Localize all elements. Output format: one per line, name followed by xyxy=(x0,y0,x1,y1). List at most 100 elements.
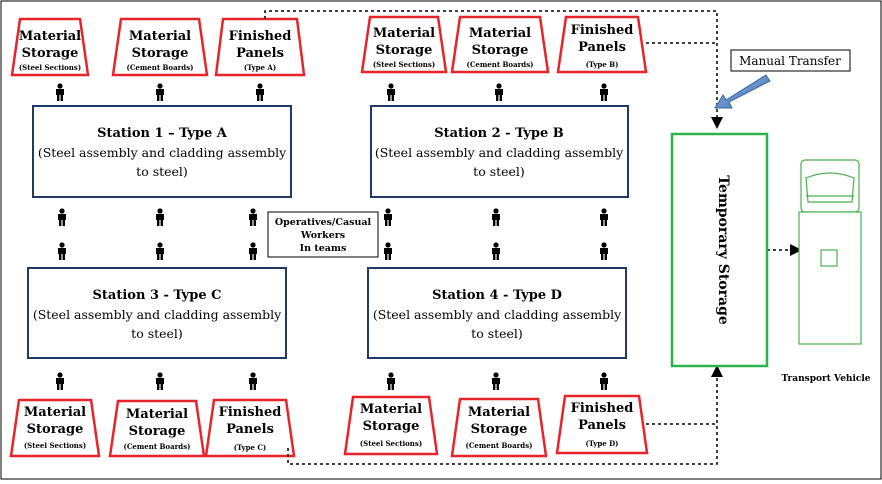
worker-icon xyxy=(56,83,64,101)
worker-icon xyxy=(387,83,395,101)
storage-subtitle: (Type D) xyxy=(586,439,619,448)
storage-title-line1: Finished xyxy=(571,23,634,38)
storage-steel-sections-d: Material Storage (Steel Sections) xyxy=(343,395,439,456)
operatives-line1: Operatives/Casual xyxy=(275,217,372,228)
station-desc-line1: (Steel assembly and cladding assembly xyxy=(373,307,622,322)
finished-panels-type-b: Finished Panels (Type B) xyxy=(556,15,648,74)
transfer-lines xyxy=(264,10,802,465)
storage-subtitle: (Type A) xyxy=(244,63,276,72)
storage-title-line1: Material xyxy=(24,405,86,420)
worker-icon xyxy=(249,372,257,390)
worker-icon xyxy=(600,242,608,260)
worker-icon xyxy=(600,372,608,390)
storage-title-line2: Storage xyxy=(132,46,189,61)
storage-title-line2: Panels xyxy=(226,422,274,437)
storage-subtitle: (Steel Sections) xyxy=(373,60,435,69)
transfer-line-type-a xyxy=(264,10,723,129)
storage-subtitle: (Cement Boards) xyxy=(466,441,533,450)
storage-subtitle: (Steel Sections) xyxy=(360,439,422,448)
worker-icon xyxy=(492,372,500,390)
station-title: Station 2 - Type B xyxy=(434,126,564,141)
transport-vehicle-label: Transport Vehicle xyxy=(781,374,870,384)
station-1: Station 1 – Type A (Steel assembly and c… xyxy=(32,105,292,198)
storage-title-line2: Storage xyxy=(129,424,186,439)
worker-icon xyxy=(495,83,503,101)
storage-subtitle: (Steel Sections) xyxy=(24,441,86,450)
storage-steel-sections-a: Material Storage (Steel Sections) xyxy=(10,17,90,77)
storage-title-line1: Material xyxy=(373,26,435,41)
worker-icon xyxy=(156,208,164,226)
storage-subtitle: (Type C) xyxy=(234,443,267,452)
operatives-line3: In teams xyxy=(300,243,347,254)
finished-panels-type-a: Finished Panels (Type A) xyxy=(214,17,306,77)
storage-title-line2: Panels xyxy=(236,46,284,61)
station-desc-line1: (Steel assembly and cladding assembly xyxy=(38,145,287,160)
station-desc-line1: (Steel assembly and cladding assembly xyxy=(375,145,624,160)
finished-panels-type-c: Finished Panels (Type C) xyxy=(204,398,296,458)
station-desc-line1: (Steel assembly and cladding assembly xyxy=(33,307,282,322)
worker-icon xyxy=(387,372,395,390)
station-title: Station 1 – Type A xyxy=(97,126,228,141)
worker-icon xyxy=(600,83,608,101)
storage-title-line1: Material xyxy=(126,407,188,422)
storage-title-line1: Finished xyxy=(229,29,292,44)
storage-title-line1: Finished xyxy=(571,401,634,416)
storage-subtitle: (Cement Boards) xyxy=(127,63,194,72)
storage-cement-boards-d: Material Storage (Cement Boards) xyxy=(450,397,548,458)
storage-title-line2: Storage xyxy=(22,46,79,61)
worker-icon xyxy=(384,208,392,226)
worker-icon xyxy=(256,83,264,101)
storage-title-line2: Storage xyxy=(376,43,433,58)
station-title: Station 4 - Type D xyxy=(432,288,562,303)
worker-icon xyxy=(56,372,64,390)
worker-icon xyxy=(156,242,164,260)
storage-title-line1: Material xyxy=(469,26,531,41)
station-desc-line2: to steel) xyxy=(131,326,183,341)
storage-title-line1: Finished xyxy=(219,405,282,420)
worker-icon xyxy=(492,208,500,226)
storage-title-line1: Material xyxy=(129,29,191,44)
station-4: Station 4 - Type D (Steel assembly and c… xyxy=(367,267,627,359)
storage-cement-boards-a: Material Storage (Cement Boards) xyxy=(111,17,209,77)
station-desc-line2: to steel) xyxy=(473,164,525,179)
temporary-storage-label: Temporary Storage xyxy=(715,175,731,325)
storage-subtitle: (Cement Boards) xyxy=(124,442,191,451)
worker-icon xyxy=(156,83,164,101)
worker-icon xyxy=(600,208,608,226)
station-title: Station 3 - Type C xyxy=(93,288,222,303)
storage-subtitle: (Type B) xyxy=(586,60,619,69)
storage-title-line2: Panels xyxy=(578,40,626,55)
station-desc-line2: to steel) xyxy=(136,164,188,179)
manual-transfer-arrow-icon xyxy=(714,74,771,109)
storage-steel-sections-b: Material Storage (Steel Sections) xyxy=(360,15,448,74)
worker-icon xyxy=(249,242,257,260)
manual-transfer-label: Manual Transfer xyxy=(739,54,841,68)
temporary-storage: Temporary Storage xyxy=(670,132,769,368)
manual-transfer-callout: Manual Transfer xyxy=(714,49,851,109)
storage-cement-boards-b: Material Storage (Cement Boards) xyxy=(450,15,550,74)
worker-icon xyxy=(384,242,392,260)
storage-steel-sections-c: Material Storage (Steel Sections) xyxy=(9,398,101,458)
station-3: Station 3 - Type C (Steel assembly and c… xyxy=(27,267,287,359)
storage-title-line2: Storage xyxy=(363,419,420,434)
worker-icon xyxy=(58,208,66,226)
worker-icon xyxy=(156,372,164,390)
storage-title-line2: Storage xyxy=(27,422,84,437)
transport-vehicle-icon xyxy=(798,159,862,345)
storage-title-line1: Material xyxy=(360,402,422,417)
storage-subtitle: (Cement Boards) xyxy=(467,60,534,69)
storage-title-line1: Material xyxy=(19,29,81,44)
storage-cement-boards-c: Material Storage (Cement Boards) xyxy=(108,399,206,458)
operatives-label: Operatives/Casual Workers In teams xyxy=(267,211,379,258)
station-2: Station 2 - Type B (Steel assembly and c… xyxy=(370,105,629,198)
finished-panels-type-d: Finished Panels (Type D) xyxy=(555,394,649,455)
worker-icon xyxy=(492,242,500,260)
transfer-line-type-c xyxy=(287,365,723,465)
storage-subtitle: (Steel Sections) xyxy=(19,63,81,72)
worker-icon xyxy=(249,208,257,226)
worker-icon xyxy=(58,242,66,260)
storage-title-line2: Storage xyxy=(472,43,529,58)
